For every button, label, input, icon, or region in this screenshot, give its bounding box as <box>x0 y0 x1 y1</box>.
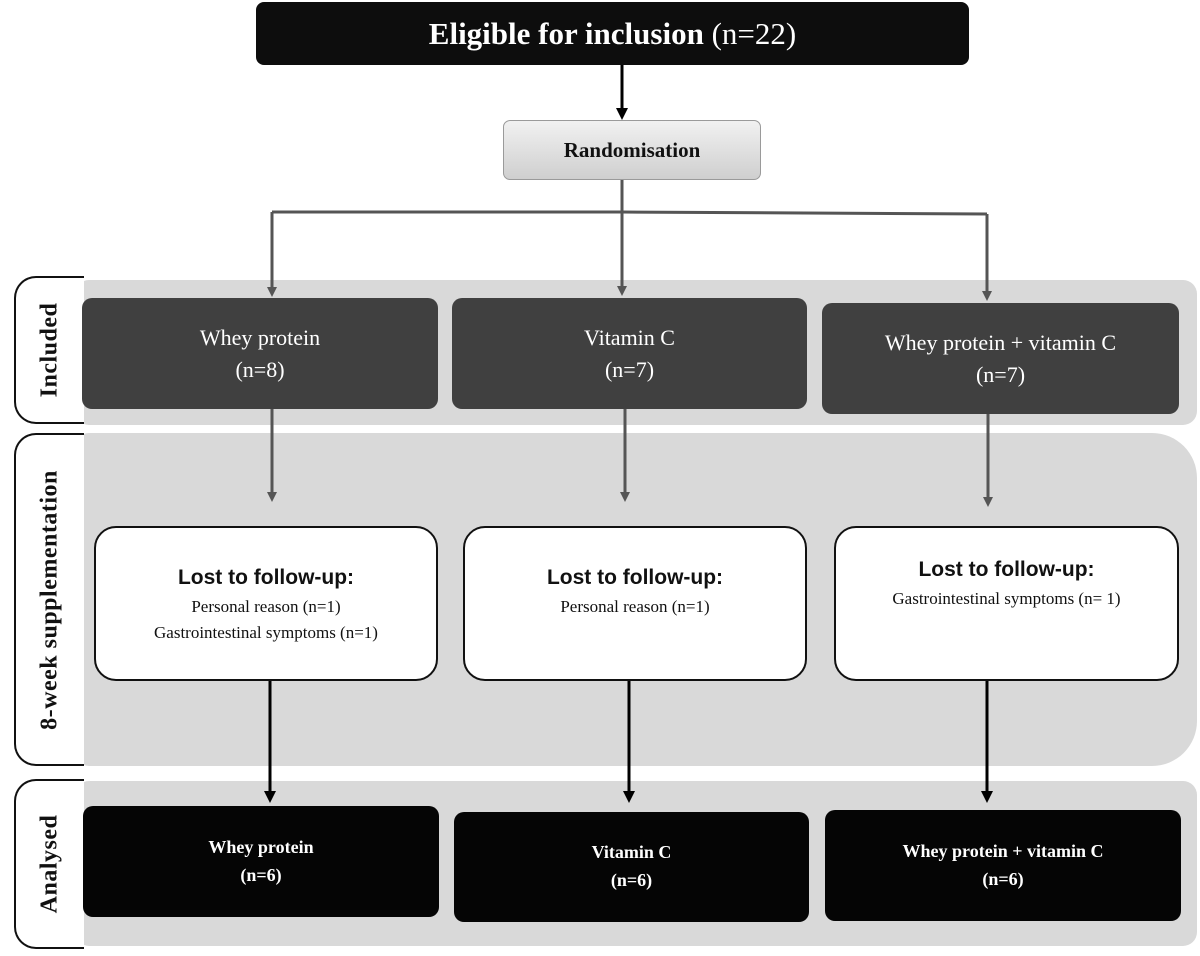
lost-combo-box: Lost to follow-up: Gastrointestinal symp… <box>834 526 1179 681</box>
analysed-combo-count: (n=6) <box>982 868 1024 889</box>
lost-whey-reason-2: Gastrointestinal symptoms (n=1) <box>154 623 378 643</box>
eligible-count: (n=22) <box>711 15 797 51</box>
lost-whey-title: Lost to follow-up: <box>177 566 355 589</box>
lost-combo-reason-1: Gastrointestinal symptoms (n= 1) <box>892 589 1121 608</box>
lost-combo-title: Lost to follow-up: <box>918 558 1095 581</box>
analysed-stage-tab: Analysed <box>14 779 84 949</box>
included-whey-label: Whey protein <box>199 324 321 350</box>
included-whey-box: Whey protein (n=8) <box>82 298 438 409</box>
included-combo-count: (n=7) <box>975 361 1026 387</box>
randomisation-label: Randomisation <box>563 137 701 162</box>
lost-vitc-box: Lost to follow-up: Personal reason (n=1) <box>463 526 807 681</box>
included-combo-box: Whey protein + vitamin C (n=7) <box>822 303 1179 414</box>
included-combo-label: Whey protein + vitamin C <box>884 329 1117 355</box>
included-vitc-count: (n=7) <box>604 356 655 382</box>
analysed-combo-box: Whey protein + vitamin C (n=6) <box>825 810 1181 921</box>
analysed-vitc-box: Vitamin C (n=6) <box>454 812 809 922</box>
lost-whey-reason-1: Personal reason (n=1) <box>191 597 341 616</box>
eligible-box: Eligible for inclusion (n=22) <box>256 2 969 65</box>
supplementation-stage-tab: 8-week supplementation <box>14 433 84 766</box>
analysed-combo-label: Whey protein + vitamin C <box>902 840 1104 861</box>
lost-vitc-reason-1: Personal reason (n=1) <box>560 597 710 616</box>
analysed-whey-box: Whey protein (n=6) <box>83 806 439 917</box>
eligible-title: Eligible for inclusion <box>428 15 704 51</box>
analysed-vitc-count: (n=6) <box>610 870 653 890</box>
included-vitc-label: Vitamin C <box>584 324 675 350</box>
lost-whey-box: Lost to follow-up: Personal reason (n=1)… <box>94 526 438 681</box>
included-vitc-box: Vitamin C (n=7) <box>452 298 807 409</box>
included-stage-tab: Included <box>14 276 84 424</box>
lost-vitc-title: Lost to follow-up: <box>546 566 724 589</box>
analysed-whey-label: Whey protein <box>208 836 314 857</box>
analysed-whey-count: (n=6) <box>240 864 282 885</box>
branch-horizontal <box>272 210 988 216</box>
analysed-vitc-label: Vitamin C <box>591 842 672 863</box>
randomisation-box: Randomisation <box>503 120 761 180</box>
included-whey-count: (n=8) <box>235 356 285 382</box>
